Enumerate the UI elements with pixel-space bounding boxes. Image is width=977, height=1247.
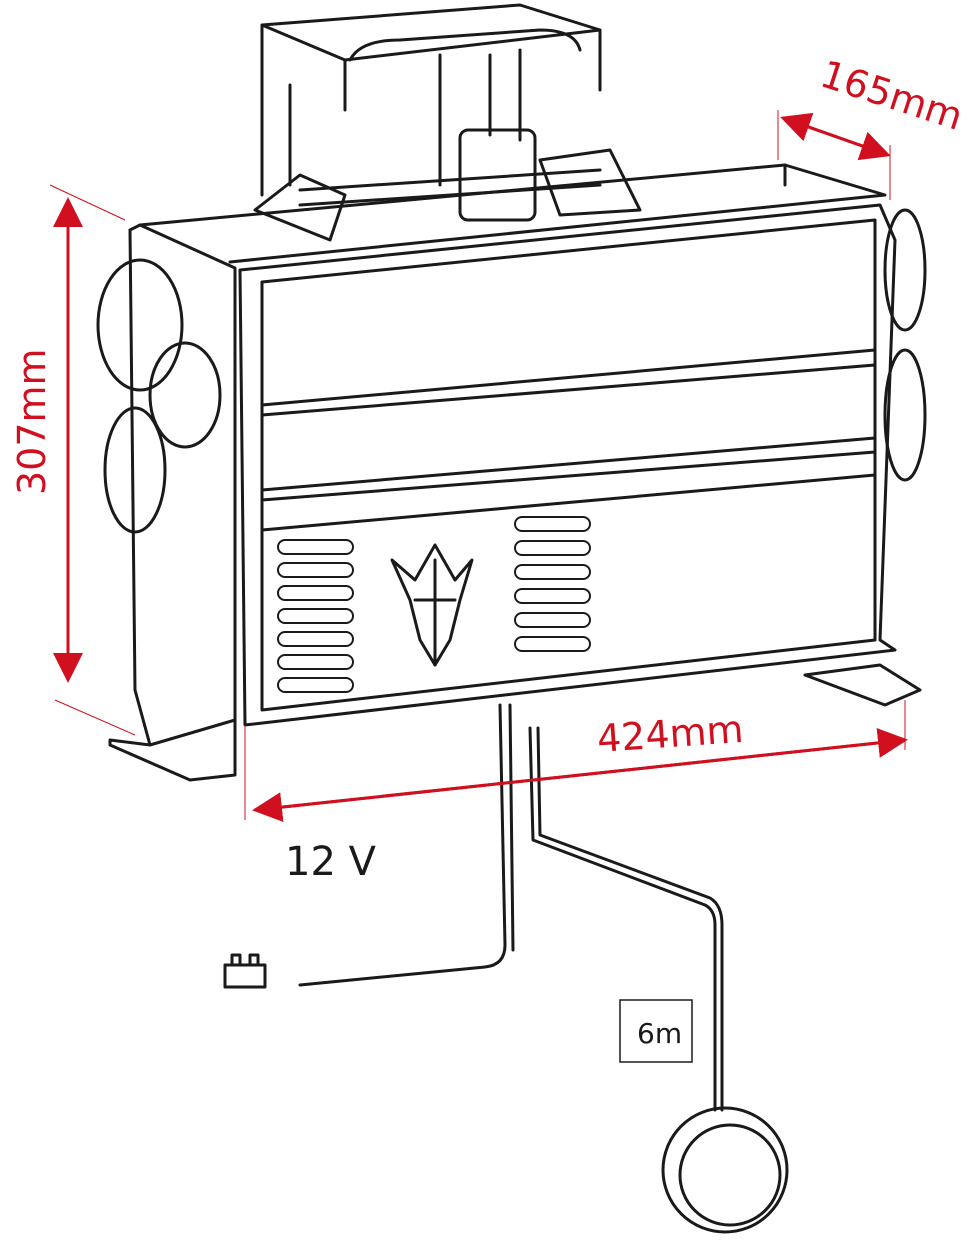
power-cable <box>298 703 515 987</box>
voltage-label: 12 V <box>285 839 377 885</box>
height-dimension-label: 307mm <box>10 348 54 495</box>
control-knob[interactable] <box>661 1106 789 1234</box>
trident-logo <box>390 543 474 667</box>
depth-dimension-label: 165mm <box>815 52 968 139</box>
fuse-icon <box>223 953 267 989</box>
air-outlets <box>96 208 927 534</box>
mounting-bracket <box>253 3 642 242</box>
width-dimension-label: 424mm <box>596 707 745 761</box>
dimension-lines <box>49 110 908 823</box>
heater-body <box>108 163 922 782</box>
vent-slots <box>277 516 591 693</box>
cable-length-box <box>619 999 693 1063</box>
control-cable <box>528 726 724 1112</box>
cable-length-label: 6m <box>637 1017 682 1050</box>
